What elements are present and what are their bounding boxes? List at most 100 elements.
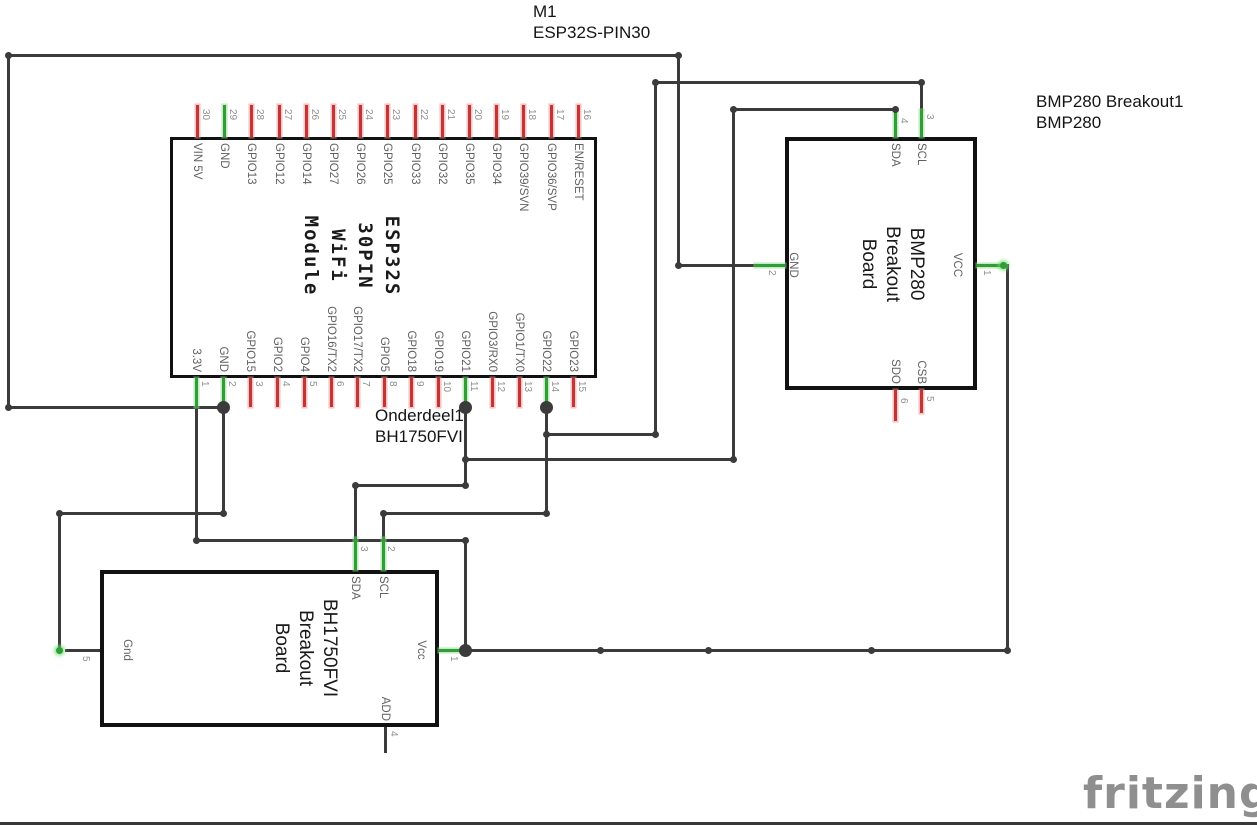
- bend-dot-15[interactable]: [891, 105, 899, 113]
- bend-dot-9[interactable]: [704, 646, 712, 654]
- wire-sda-gpio21-seg4[interactable]: [353, 483, 467, 487]
- esp32-pin-16-en-reset[interactable]: [576, 105, 580, 137]
- esp32-module-body[interactable]: [170, 137, 597, 378]
- esp32-pin-8-gpio5[interactable]: [382, 378, 386, 407]
- esp32-pin-2-gnd[interactable]: [221, 378, 225, 407]
- bend-dot-19[interactable]: [651, 430, 659, 438]
- wire-3v3-seg1[interactable]: [194, 538, 467, 542]
- esp32-pin-30-vin-5v[interactable]: [195, 105, 199, 137]
- bend-dot-16[interactable]: [461, 481, 469, 489]
- esp32-pin-3-gpio15[interactable]: [248, 378, 252, 407]
- junction-dot-3[interactable]: [458, 643, 472, 657]
- bend-dot-12[interactable]: [461, 455, 469, 463]
- esp32-pin-26-gpio14[interactable]: [304, 105, 308, 137]
- bend-dot-7[interactable]: [461, 536, 469, 544]
- bend-dot-2[interactable]: [674, 261, 682, 269]
- wire-scl-gpio22-seg1[interactable]: [544, 432, 657, 436]
- bend-dot-13[interactable]: [729, 455, 737, 463]
- bend-dot-3[interactable]: [4, 403, 12, 411]
- esp32-pin-19-gpio34[interactable]: [494, 105, 498, 137]
- bend-dot-18[interactable]: [542, 430, 550, 438]
- bend-dot-17[interactable]: [351, 481, 359, 489]
- bh1750-breakout-body[interactable]: [100, 570, 439, 727]
- wire-sda-gpio21-seg5[interactable]: [353, 483, 357, 542]
- bend-dot-1[interactable]: [674, 51, 682, 59]
- wire-endpoint-dot-1[interactable]: [999, 261, 1007, 269]
- bmp280-pin-vcc[interactable]: [977, 263, 1005, 267]
- esp32-pin-28-gpio13[interactable]: [249, 105, 253, 137]
- esp32-pin-23-gpio25[interactable]: [385, 105, 389, 137]
- wire-sda-gpio21-seg3[interactable]: [731, 107, 897, 111]
- wire-gnd-seg7[interactable]: [57, 511, 61, 652]
- bmp280-pin-csb[interactable]: [919, 390, 923, 413]
- esp32-pin-17-gpio36-svp[interactable]: [549, 105, 553, 137]
- wire-scl-gpio22-seg4[interactable]: [919, 80, 923, 114]
- wire-endpoint-dot-0[interactable]: [55, 646, 63, 654]
- esp32-pin-21-gpio32[interactable]: [440, 105, 444, 137]
- wire-scl-gpio22-seg3[interactable]: [653, 80, 923, 84]
- esp32-pin-20-gpio35[interactable]: [467, 105, 471, 137]
- wire-gnd-seg4[interactable]: [6, 405, 225, 409]
- esp32-pin-10-gpio19[interactable]: [436, 378, 440, 407]
- esp32-pin-12-gpio3-rx0[interactable]: [490, 378, 494, 407]
- esp32-pin-5-gpio4[interactable]: [302, 378, 306, 407]
- bh1750-pin-scl[interactable]: [381, 538, 385, 570]
- wire-scl-gpio22-seg0[interactable]: [544, 405, 548, 515]
- esp32-pin-6-gpio16-tx2[interactable]: [329, 378, 333, 407]
- esp32-pin-18-gpio39-svn[interactable]: [521, 105, 525, 137]
- bend-dot-11[interactable]: [1003, 646, 1011, 654]
- esp32-pin-7-gpio17-tx2[interactable]: [355, 378, 359, 407]
- esp32-pin-9-gpio18[interactable]: [409, 378, 413, 407]
- wire-sda-gpio21-seg2[interactable]: [731, 107, 735, 461]
- bend-dot-23[interactable]: [379, 509, 387, 517]
- wire-gnd-seg1[interactable]: [676, 53, 680, 267]
- wire-sda-gpio21-seg0[interactable]: [463, 405, 467, 487]
- esp32-pin-15-gpio23[interactable]: [571, 378, 575, 407]
- bmp280-pin-sda[interactable]: [893, 109, 897, 137]
- wire-scl-gpio22-seg6[interactable]: [381, 511, 385, 542]
- wire-sda-gpio21-seg1[interactable]: [463, 457, 735, 461]
- esp32-pin-1-3-3v[interactable]: [194, 378, 198, 407]
- junction-dot-0[interactable]: [216, 400, 230, 414]
- wire-gnd-seg6[interactable]: [57, 511, 225, 515]
- bend-dot-14[interactable]: [729, 105, 737, 113]
- wire-3v3-seg0[interactable]: [194, 405, 198, 542]
- wire-gnd-seg0[interactable]: [6, 53, 680, 57]
- bh1750-pin-vcc[interactable]: [439, 648, 465, 652]
- esp32-pin-11-gpio21[interactable]: [463, 378, 467, 407]
- wire-3v3-seg4[interactable]: [1005, 263, 1009, 652]
- wire-gnd-seg5[interactable]: [221, 405, 225, 515]
- bend-dot-8[interactable]: [596, 646, 604, 654]
- bend-dot-4[interactable]: [219, 509, 227, 517]
- wire-scl-gpio22-seg5[interactable]: [381, 511, 548, 515]
- bh1750-pin-sda[interactable]: [353, 538, 357, 570]
- bend-dot-21[interactable]: [917, 78, 925, 86]
- bmp280-pin-gnd[interactable]: [755, 263, 785, 267]
- wire-gnd-seg3[interactable]: [6, 53, 10, 409]
- bend-dot-5[interactable]: [55, 509, 63, 517]
- bend-dot-6[interactable]: [192, 536, 200, 544]
- esp32-pin-29-gnd[interactable]: [222, 105, 226, 137]
- esp32-pin-14-gpio22[interactable]: [544, 378, 548, 407]
- bend-dot-22[interactable]: [542, 509, 550, 517]
- esp32-pin-22-gpio33[interactable]: [413, 105, 417, 137]
- wire-3v3-seg2[interactable]: [463, 538, 467, 652]
- bmp280-pin-sdo[interactable]: [893, 390, 897, 421]
- junction-dot-2[interactable]: [539, 400, 553, 414]
- bend-dot-0[interactable]: [4, 51, 12, 59]
- esp32-pin-25-gpio27[interactable]: [331, 105, 335, 137]
- esp32-pin-27-gpio12[interactable]: [277, 105, 281, 137]
- esp32-pin-4-gpio2[interactable]: [275, 378, 279, 407]
- esp32-pin-24-gpio26[interactable]: [358, 105, 362, 137]
- wire-scl-gpio22-seg2[interactable]: [653, 80, 657, 436]
- bh1750-pin-gnd[interactable]: [65, 648, 100, 652]
- wire-gnd-seg2[interactable]: [676, 263, 759, 267]
- esp32-pin-13-gpio1-tx0[interactable]: [517, 378, 521, 407]
- bmp280-pin-scl[interactable]: [919, 110, 923, 137]
- bmp280-breakout-body[interactable]: [785, 137, 977, 390]
- wire-3v3-seg3[interactable]: [463, 648, 1009, 652]
- junction-dot-1[interactable]: [458, 400, 472, 414]
